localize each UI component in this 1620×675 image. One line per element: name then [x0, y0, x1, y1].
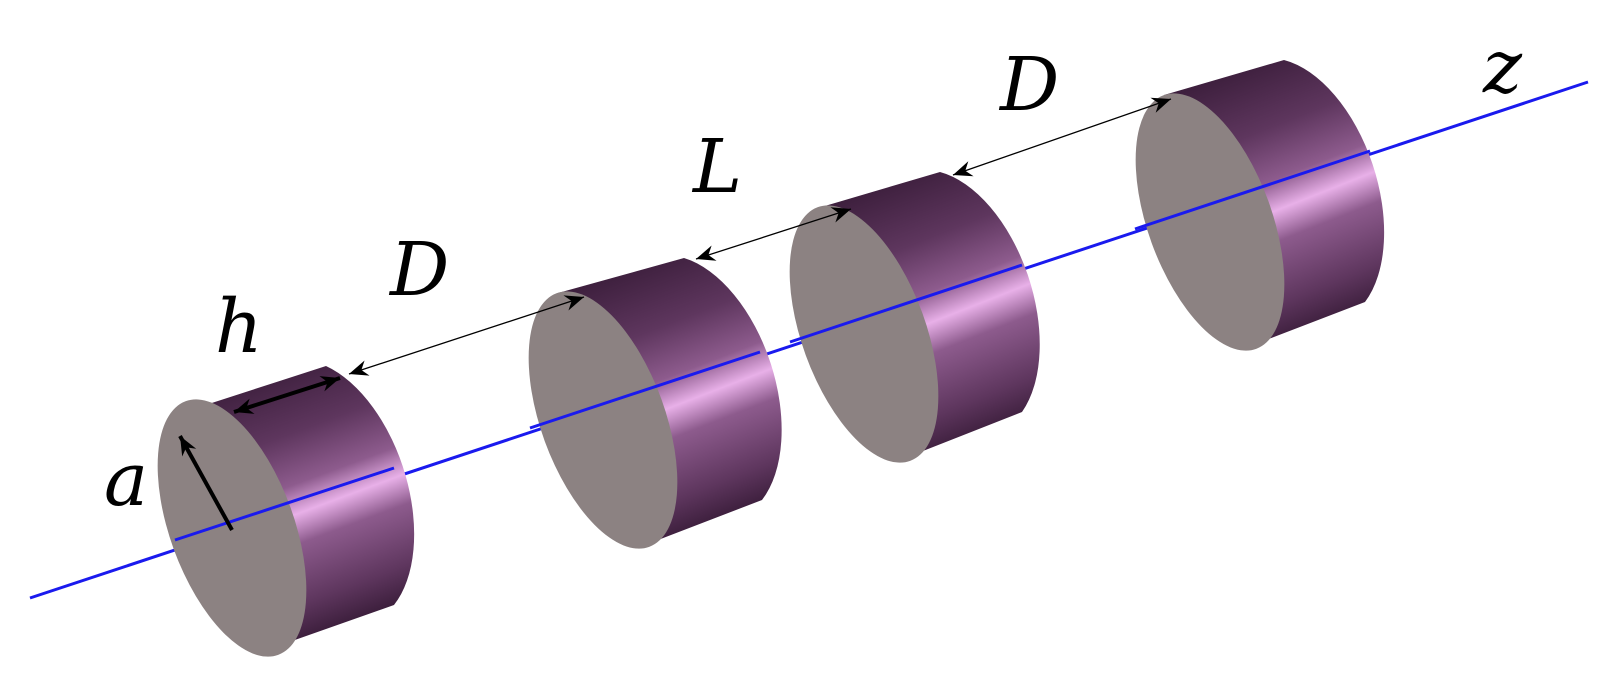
axis-label: z [1482, 24, 1523, 110]
cylinder-2-side [558, 258, 782, 545]
cylinder-4-face [1135, 93, 1285, 351]
height-arrow [233, 376, 341, 414]
z-axis-overlay-1 [174, 466, 395, 542]
z-axis-overlay-3 [789, 263, 1023, 344]
cylinder-2 [528, 258, 782, 549]
separation-arrow-1 [348, 295, 585, 376]
z-axis-overlay-2 [529, 350, 761, 430]
height-label: h [215, 284, 263, 370]
separation-label-2: D [998, 42, 1059, 128]
cylinder-3-side [818, 172, 1040, 462]
cylinder-3 [789, 172, 1040, 463]
spacing-arrow [695, 207, 852, 261]
separation-arrow-2 [952, 97, 1172, 177]
radius-label: a [104, 437, 148, 523]
spacing-label: L [691, 124, 742, 210]
radius-arrow [178, 435, 234, 531]
z-axis-overlay-4 [1134, 149, 1371, 231]
cylinder-4-side [1164, 60, 1385, 350]
separation-label-1: D [388, 227, 449, 313]
cylinder-4 [1135, 60, 1385, 351]
cylinder-3-face [789, 205, 939, 463]
cylinder-1 [157, 366, 415, 657]
